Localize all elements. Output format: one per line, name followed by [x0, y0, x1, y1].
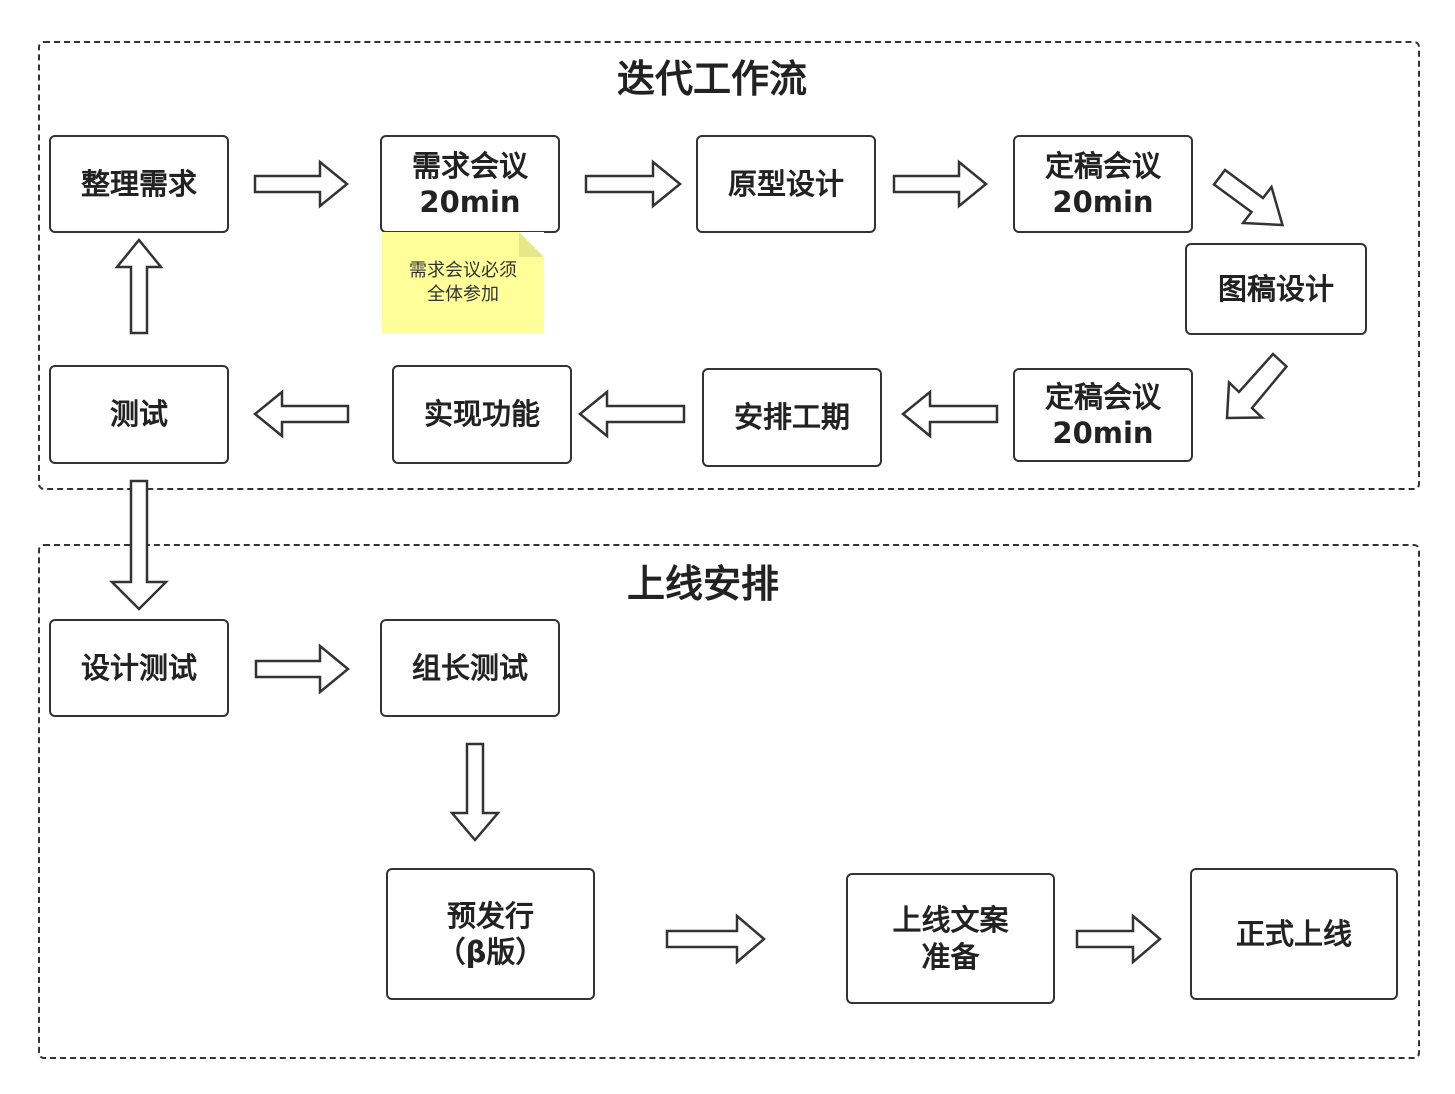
- node-duration: 20min: [419, 185, 521, 219]
- node-label: 组长测试: [411, 650, 528, 685]
- node-label: 需求会议: [411, 148, 528, 183]
- node-requirements-meeting[interactable]: 需求会议 20min: [380, 135, 560, 233]
- node-label: 正式上线: [1235, 916, 1352, 951]
- node-label: 实现功能: [423, 397, 540, 432]
- node-lead-testing[interactable]: 组长测试: [380, 619, 560, 717]
- launch-arrangement-title: 上线安排: [627, 562, 780, 606]
- node-label: 设计测试: [80, 650, 197, 685]
- node-label: 测试: [109, 397, 168, 432]
- launch-arrangement-group: [38, 544, 1420, 1059]
- note-line: 需求会议必须: [409, 260, 517, 282]
- note-line: 全体参加: [427, 283, 499, 305]
- node-finalize-meeting-1[interactable]: 定稿会议 20min: [1013, 135, 1193, 233]
- node-sublabel: 准备: [921, 939, 980, 974]
- sticky-note: 需求会议必须 全体参加: [382, 232, 544, 333]
- node-duration: 20min: [1052, 416, 1154, 450]
- node-visual-design[interactable]: 图稿设计: [1185, 243, 1367, 335]
- iteration-workflow-title: 迭代工作流: [617, 57, 808, 101]
- node-label: 原型设计: [727, 166, 844, 201]
- node-sublabel: （β版）: [436, 935, 545, 969]
- node-finalize-meeting-2[interactable]: 定稿会议 20min: [1013, 368, 1193, 462]
- note-fold-corner: [519, 232, 544, 257]
- node-label: 上线文案: [892, 903, 1009, 938]
- node-label: 安排工期: [733, 400, 850, 435]
- node-label: 定稿会议: [1044, 379, 1161, 414]
- node-official-launch[interactable]: 正式上线: [1190, 868, 1398, 1000]
- node-prototype-design[interactable]: 原型设计: [696, 135, 876, 233]
- node-schedule[interactable]: 安排工期: [702, 368, 882, 467]
- node-launch-copy[interactable]: 上线文案 准备: [846, 873, 1055, 1004]
- iteration-workflow-group: [38, 41, 1420, 490]
- node-duration: 20min: [1052, 185, 1154, 219]
- node-organize-requirements[interactable]: 整理需求: [49, 135, 229, 233]
- node-label: 整理需求: [80, 166, 197, 201]
- node-prerelease[interactable]: 预发行 （β版）: [386, 868, 595, 1000]
- node-label: 预发行: [446, 898, 534, 933]
- node-label: 图稿设计: [1217, 271, 1334, 306]
- node-implement[interactable]: 实现功能: [392, 365, 572, 464]
- node-design-testing[interactable]: 设计测试: [49, 619, 229, 717]
- node-label: 定稿会议: [1044, 148, 1161, 183]
- node-testing[interactable]: 测试: [49, 365, 229, 464]
